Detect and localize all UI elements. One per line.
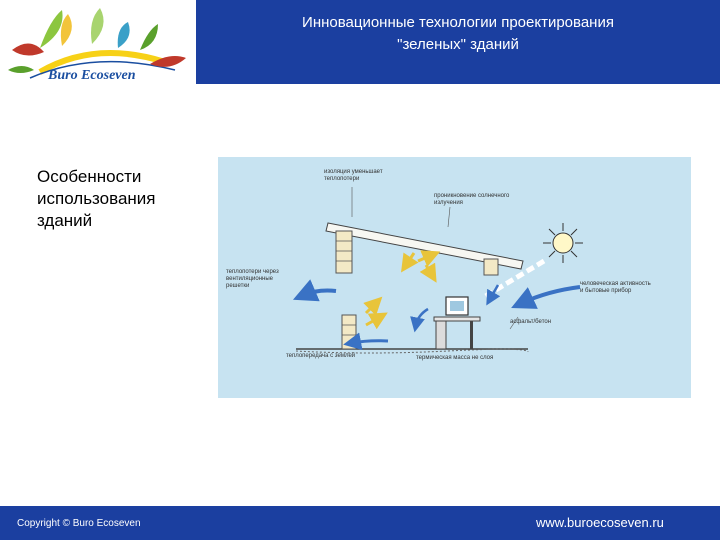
logo-leaf-icon: [12, 43, 44, 56]
ground-heat-arrow: [343, 332, 389, 351]
desk-top: [433, 316, 481, 322]
radiation-arrow: [363, 296, 383, 316]
building-energy-diagram: изоляция уменьшает теплопотери проникнов…: [218, 157, 691, 398]
logo-leaf-icon: [60, 14, 72, 46]
logo-text: Buro Ecoseven: [48, 68, 136, 83]
logo-leaf-icon: [40, 10, 63, 48]
label-human-activity: человеческая активность и бытовые прибор: [580, 281, 651, 294]
copyright-text: Copyright © Buro Ecoseven: [17, 518, 141, 529]
vent-heat-loss-arrow: [292, 279, 337, 302]
label-solar: проникновение солнечного излучения: [434, 193, 510, 206]
sun-rays: [543, 223, 583, 263]
section-heading: Особенности использования зданий: [37, 166, 197, 232]
logo-leaf-icon: [140, 24, 158, 50]
radiation-arrow: [401, 252, 419, 273]
logo-sun-arc: [38, 50, 166, 75]
sun-icon: [552, 232, 574, 254]
leader-line: [447, 206, 451, 228]
human-activity-arrow: [511, 285, 581, 309]
label-ground: теплопередача с землей: [286, 353, 356, 359]
page-title-line2: "зеленых" зданий: [397, 36, 519, 53]
label-vents: теплопотери через вентиляционные решетки: [226, 269, 279, 289]
radiation-arrow: [365, 312, 388, 330]
logo-graphic: [8, 8, 186, 79]
website-link[interactable]: www.buroecoseven.ru: [536, 515, 664, 530]
footer-bar: [0, 506, 720, 540]
right-column: [483, 258, 499, 276]
radiation-arrow: [419, 262, 437, 283]
section-heading-line: зданий: [37, 211, 93, 230]
radiation-arrow: [417, 250, 441, 267]
column-heat-arrow: [486, 284, 501, 306]
label-asphalt: асфальт/бетон: [510, 319, 552, 325]
section-heading-line: использования: [37, 189, 156, 208]
monitor-screen: [450, 301, 464, 311]
leader-line: [509, 316, 519, 330]
section-heading-line: Особенности: [37, 167, 142, 186]
logo-leaf-icon: [8, 66, 34, 73]
header-bar: [196, 0, 720, 84]
diagram-graphic: [292, 187, 583, 354]
label-thermal-mass: термическая масса не слоя: [416, 355, 494, 361]
label-insulation: изоляция уменьшает теплопотери: [324, 169, 383, 182]
column-rings: [336, 240, 352, 262]
page-title-line1: Инновационные технологии проектирования: [302, 14, 614, 31]
ground-texture: [295, 348, 529, 354]
left-column: [335, 230, 353, 274]
logo: [0, 0, 196, 84]
logo-leaf-icon: [91, 8, 104, 44]
roof-slab: [325, 222, 524, 270]
desk-drawer: [435, 320, 447, 350]
page-title: Инновационные технологии проектирования …: [196, 12, 720, 56]
desk-heat-arrow: [410, 307, 429, 333]
logo-leaf-icon: [150, 56, 186, 67]
logo-drop-icon: [117, 22, 130, 48]
desk-leg: [470, 321, 473, 349]
